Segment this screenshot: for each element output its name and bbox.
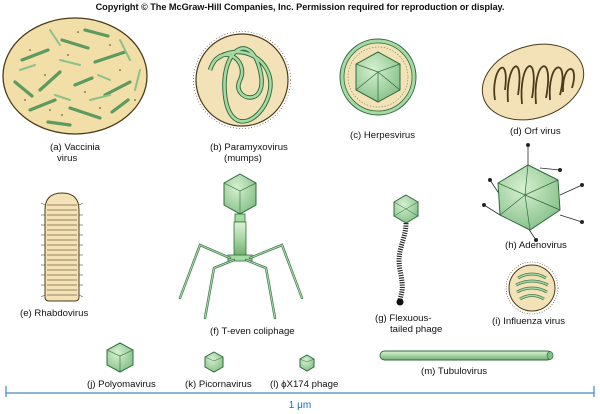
label-adenovirus: (h) Adenovirus [505, 240, 567, 251]
flexuous-tailed-phage [393, 194, 419, 306]
label-polyomavirus: (j) Polyomavirus [87, 379, 156, 390]
label-flexuous-line2: tailed phage [390, 324, 443, 335]
influenza-virus [505, 261, 559, 315]
label-rhabdovirus: (e) Rhabdovirus [20, 308, 89, 319]
label-orf-virus: (d) Orf virus [510, 126, 561, 137]
tubulovirus [379, 350, 554, 361]
label-vaccinia-line2: virus [57, 153, 78, 164]
copyright-notice: Copyright © The McGraw-Hill Companies, I… [95, 2, 505, 12]
scale-bar-label: 1 μm [288, 400, 312, 411]
rhabdovirus [40, 192, 84, 302]
adenovirus [481, 142, 585, 242]
label-herpesvirus: (c) Herpesvirus [350, 130, 416, 141]
t-even-coliphage [178, 173, 304, 320]
label-tubulovirus: (m) Tubulovirus [421, 366, 488, 377]
label-phix174: (l) ϕX174 phage [270, 379, 339, 390]
herpesvirus [339, 38, 417, 116]
paramyxovirus [193, 31, 291, 129]
picornavirus [204, 351, 224, 373]
label-picornavirus: (k) Picornavirus [185, 379, 252, 390]
label-flexuous-line1: (g) Flexuous- [375, 313, 432, 324]
label-t-even-coliphage: (f) T-even coliphage [210, 326, 295, 337]
label-vaccinia-line1: (a) Vaccinia [50, 142, 100, 153]
orf-virus [481, 43, 585, 121]
scale-bar [5, 386, 595, 397]
phix174-phage [299, 354, 315, 372]
label-influenza-virus: (i) Influenza virus [492, 316, 566, 327]
vaccinia-virus [2, 17, 148, 135]
label-paramyxovirus-line2: (mumps) [224, 153, 262, 164]
polyomavirus [106, 342, 134, 373]
label-paramyxovirus-line1: (b) Paramyxovirus [210, 142, 288, 153]
